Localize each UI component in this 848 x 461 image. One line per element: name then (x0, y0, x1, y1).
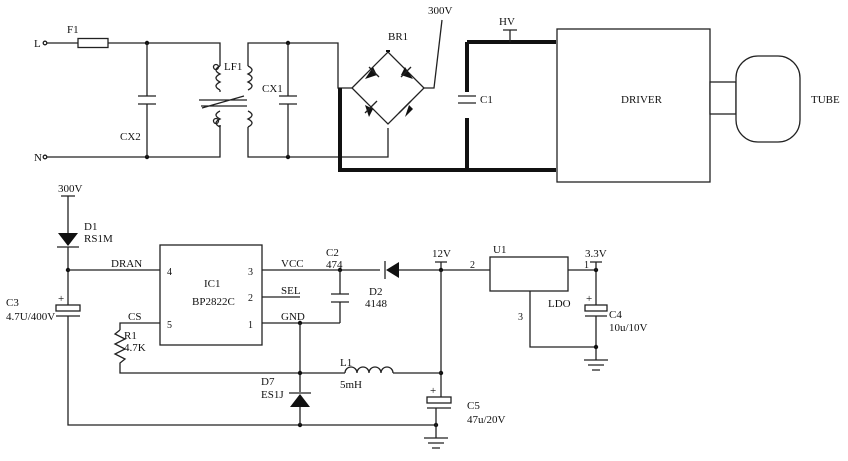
d1-val: RS1M (84, 233, 113, 245)
node-n-label: N (34, 152, 42, 164)
line-filter-label: LF1 (224, 61, 242, 73)
supply-in-label: 300V (58, 183, 83, 195)
l1-val: 5mH (340, 379, 362, 391)
capacitor-cx2 (138, 95, 156, 105)
pin-sel-label: SEL (281, 285, 301, 297)
ic1-pin3: 3 (248, 267, 253, 278)
bridge-out-label: 300V (428, 5, 453, 17)
terminal-n (42, 154, 48, 160)
driver-block (556, 28, 711, 183)
diode-d1 (58, 233, 78, 246)
capacitor-c4 (584, 304, 608, 312)
cap-c1-label: C1 (480, 94, 493, 106)
tube-label: TUBE (811, 94, 840, 106)
cap-cx2-label: CX2 (120, 131, 141, 143)
diode-d7 (290, 394, 310, 407)
aux-supply-stage: 300V D1 RS1M DRAN + C3 4.7U/400V IC1 BP2… (6, 183, 648, 449)
wire (119, 322, 160, 330)
cap-cx1-label: CX1 (262, 83, 283, 95)
capacitor-c2 (331, 293, 349, 303)
wire (47, 125, 221, 158)
c3-val: 4.7U/400V (6, 311, 55, 323)
wire (424, 19, 443, 89)
ic1-pin1: 1 (248, 320, 253, 331)
bridge-label: BR1 (388, 31, 408, 43)
resistor-r1 (113, 329, 300, 374)
fuse-f1 (77, 37, 109, 49)
d2-val: 4148 (365, 298, 388, 310)
ground-symbol (424, 437, 448, 449)
u1-pin1: 1 (584, 260, 589, 271)
pin-dran-label: DRAN (111, 258, 142, 270)
r1-val: 4.7K (124, 342, 146, 354)
rail-33v-tag (590, 261, 602, 270)
wire (247, 42, 352, 89)
wire (108, 42, 221, 66)
rail-12v-label: 12V (432, 248, 451, 260)
u1-ref: U1 (493, 244, 506, 256)
c5-ref: C5 (467, 400, 480, 412)
bridge-rectifier-br1 (351, 51, 425, 125)
wire (61, 195, 75, 233)
rail-33v-label: 3.3V (585, 248, 607, 260)
mains-input-stage: L N F1 CX2 LF1 (34, 5, 840, 183)
d7-ref: D7 (261, 376, 275, 388)
l1-ref: L1 (340, 357, 352, 369)
c4-ref: C4 (609, 309, 622, 321)
ic1-part: BP2822C (192, 296, 235, 308)
pin-gnd-label: GND (281, 311, 305, 323)
c4-plus: + (586, 293, 592, 305)
tube-base (709, 81, 737, 115)
wire (585, 315, 607, 360)
u1-pin3: 3 (518, 312, 523, 323)
pin-cs-label: CS (128, 311, 141, 323)
diode-d2 (386, 262, 399, 278)
ic1-body (159, 244, 263, 346)
ic1-pin5: 5 (167, 320, 172, 331)
node-l-label: L (34, 38, 41, 50)
driver-label: DRIVER (621, 94, 663, 106)
hv-label: HV (499, 16, 515, 28)
u1-pin2: 2 (470, 260, 475, 271)
fuse-label: F1 (67, 24, 79, 36)
wire (67, 316, 436, 426)
d1-ref: D1 (84, 221, 97, 233)
c5-plus: + (430, 385, 436, 397)
capacitor-cx1 (279, 95, 297, 105)
c2-ref: C2 (326, 247, 339, 259)
d7-val: ES1J (261, 389, 284, 401)
capacitor-c3 (55, 304, 81, 312)
c3-ref: C3 (6, 297, 19, 309)
junction-dot (297, 370, 303, 376)
r1-ref: R1 (124, 330, 137, 342)
wire (529, 291, 596, 348)
capacitor-c5 (426, 396, 452, 404)
junction-dot (593, 344, 599, 350)
c2-val: 474 (326, 259, 343, 271)
dc-bus-negative (338, 88, 556, 172)
d2-ref: D2 (369, 286, 382, 298)
ic1-ref: IC1 (204, 278, 221, 290)
tube-bulb (735, 55, 801, 143)
terminal-l (42, 40, 48, 46)
ic1-pin4: 4 (167, 267, 172, 278)
ic1-pin2: 2 (248, 293, 253, 304)
u1-ldo-body (489, 256, 569, 292)
wire (247, 127, 389, 158)
u1-part: LDO (548, 298, 571, 310)
c4-val: 10u/10V (609, 322, 648, 334)
ground-symbol (584, 359, 608, 371)
inductor-l1 (344, 366, 394, 374)
pin-vcc-label: VCC (281, 258, 304, 270)
c5-val: 47u/20V (467, 414, 506, 426)
c3-plus: + (58, 293, 64, 305)
hv-tag (503, 29, 517, 42)
line-filter-lf1 (199, 63, 253, 128)
capacitor-c1 (458, 95, 476, 104)
